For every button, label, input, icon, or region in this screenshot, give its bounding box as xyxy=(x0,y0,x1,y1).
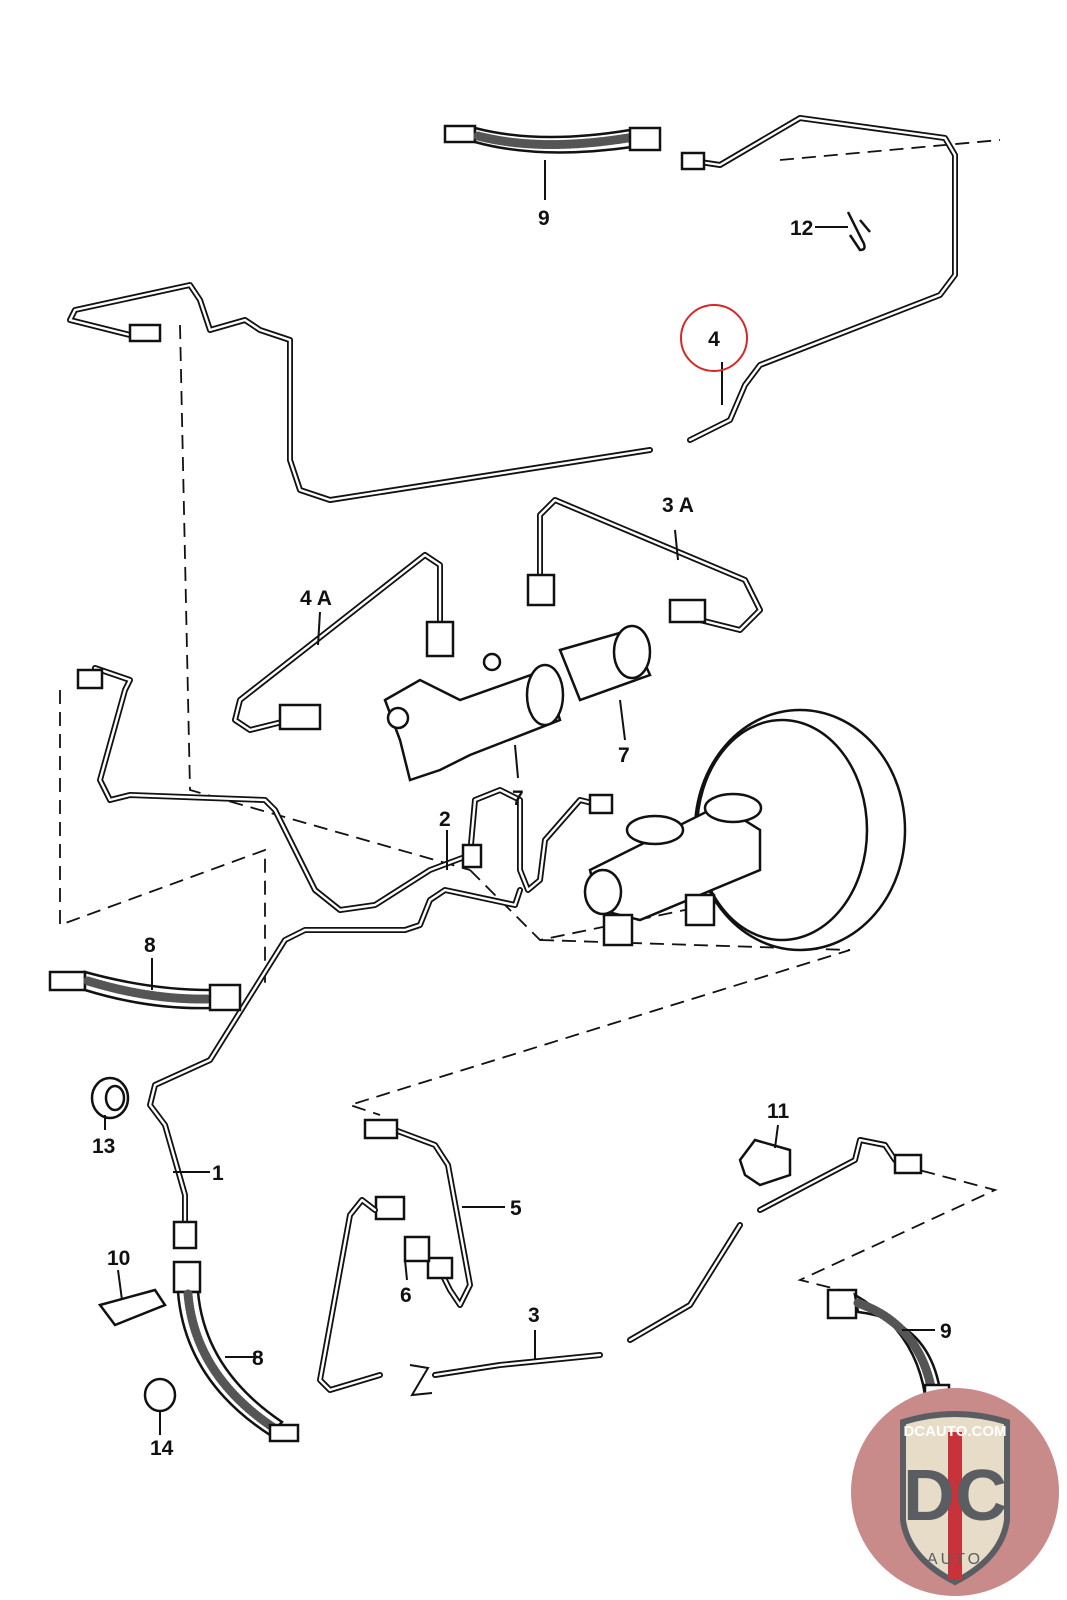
logo-main-text: DC xyxy=(903,1456,1007,1536)
leader-lines xyxy=(104,160,935,1435)
label-7-right: 7 xyxy=(618,744,630,767)
brake-hose-8-lower[interactable] xyxy=(172,1260,300,1443)
clip-10[interactable] xyxy=(97,1288,167,1327)
label-14: 14 xyxy=(150,1437,174,1460)
label-13: 13 xyxy=(92,1135,115,1158)
brake-line-3a[interactable] xyxy=(526,497,763,633)
o-ring-14[interactable] xyxy=(143,1377,177,1413)
label-6: 6 xyxy=(400,1284,412,1307)
brake-hose-8-upper[interactable] xyxy=(48,970,242,1012)
label-8-upper: 8 xyxy=(144,934,156,957)
brake-line-4[interactable] xyxy=(67,115,958,503)
brake-line-3[interactable] xyxy=(317,1137,923,1397)
brake-line-1[interactable] xyxy=(147,887,523,1250)
brake-line-2[interactable] xyxy=(76,665,614,913)
label-4a: 4 A xyxy=(300,587,332,610)
logo-sub-text: AUTO xyxy=(927,1551,983,1568)
part-labels: 9 12 4 3 A 4 A 7 7 2 8 13 1 10 8 14 5 6 … xyxy=(92,207,952,1460)
logo-top-text: DCAUTO.COM xyxy=(903,1423,1006,1440)
label-9-top: 9 xyxy=(538,207,550,230)
clip-12[interactable] xyxy=(846,211,871,252)
brake-line-4a[interactable] xyxy=(232,552,455,733)
label-7-left: 7 xyxy=(512,787,524,810)
grommet-13[interactable] xyxy=(90,1076,130,1120)
label-4: 4 xyxy=(708,328,720,351)
label-3a: 3 A xyxy=(662,494,694,517)
label-12: 12 xyxy=(790,217,813,240)
label-2: 2 xyxy=(439,808,451,831)
dcauto-logo: DCAUTO.COM DC AUTO xyxy=(851,1388,1059,1596)
label-8-lower: 8 xyxy=(252,1347,264,1370)
brake-hose-9-lower[interactable] xyxy=(826,1288,951,1409)
union-6[interactable] xyxy=(374,1195,431,1263)
label-11: 11 xyxy=(767,1100,790,1123)
label-10: 10 xyxy=(107,1247,130,1270)
bracket-11[interactable] xyxy=(738,1138,792,1187)
label-5: 5 xyxy=(510,1197,522,1220)
master-cylinder-upper-7[interactable] xyxy=(383,624,652,782)
brake-booster[interactable] xyxy=(583,708,907,952)
label-9-lower: 9 xyxy=(940,1320,952,1343)
label-3: 3 xyxy=(528,1304,540,1327)
brake-hose-9-top[interactable] xyxy=(443,124,662,154)
label-1: 1 xyxy=(212,1162,224,1185)
highlight-circle-4 xyxy=(680,304,748,372)
brake-line-5[interactable] xyxy=(363,1118,473,1308)
